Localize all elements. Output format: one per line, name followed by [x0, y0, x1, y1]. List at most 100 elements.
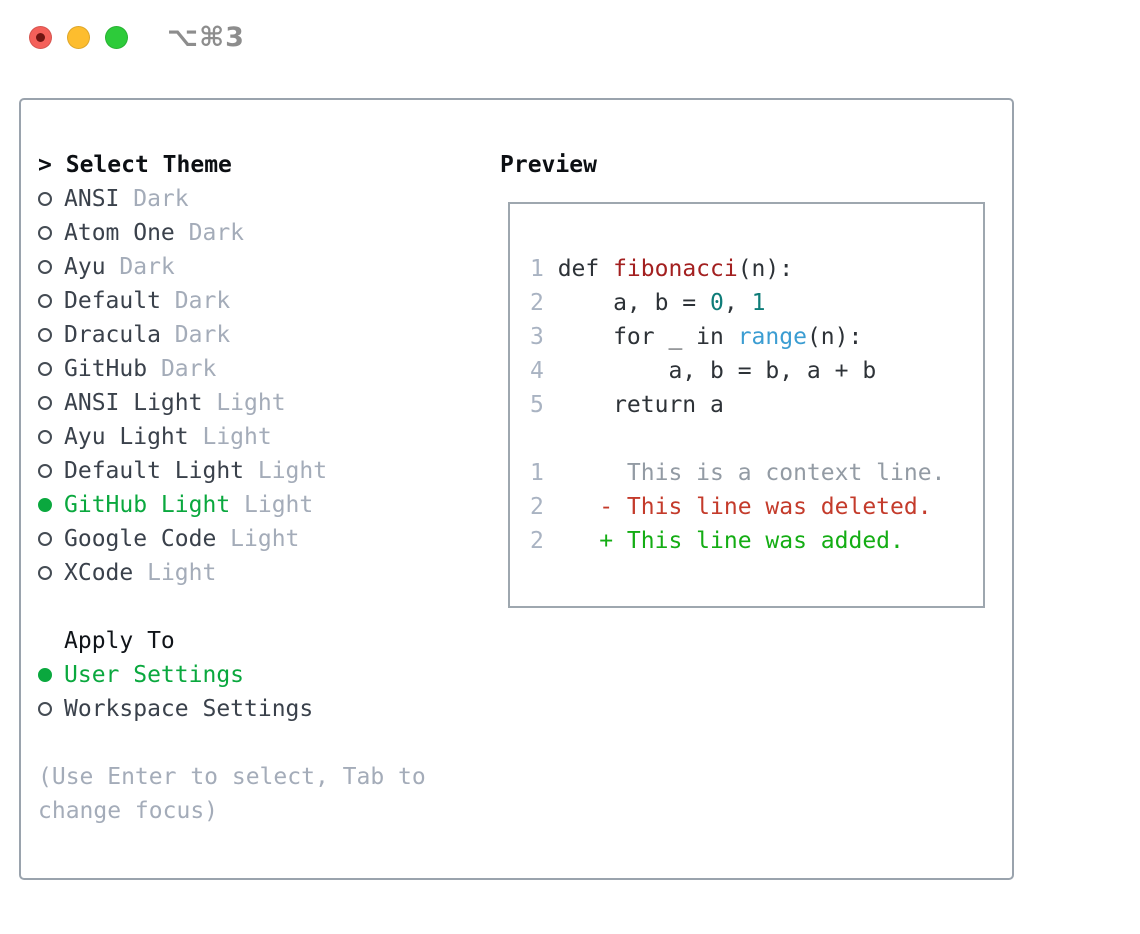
- line-content: def fibonacci(n):: [558, 256, 793, 282]
- code-segment: fibonacci: [613, 256, 738, 282]
- code-line: [530, 422, 971, 456]
- apply-to-name: Workspace Settings: [64, 696, 314, 722]
- zoom-button[interactable]: [105, 26, 128, 49]
- theme-option[interactable]: XCode Light: [38, 556, 440, 590]
- theme-name: Default: [64, 288, 161, 314]
- theme-option[interactable]: Dracula Dark: [38, 318, 440, 352]
- theme-option[interactable]: Ayu Light Light: [38, 420, 440, 454]
- apply-to-list: User Settings Workspace Settings: [38, 658, 440, 726]
- code-segment: - This line was deleted.: [557, 494, 932, 520]
- apply-to-option[interactable]: Workspace Settings: [38, 692, 440, 726]
- code-line: 2 + This line was added.: [530, 524, 971, 558]
- radio-icon: [38, 702, 52, 716]
- theme-variant: Dark: [133, 186, 189, 212]
- theme-name: XCode: [64, 560, 134, 586]
- theme-option[interactable]: GitHub Dark: [38, 352, 440, 386]
- radio-icon: [38, 498, 52, 512]
- theme-variant: Light: [147, 560, 217, 586]
- line-content: a, b = b, a + b: [557, 358, 877, 384]
- radio-icon: [38, 328, 52, 342]
- code-line: 3 for _ in range(n):: [530, 320, 971, 354]
- theme-option[interactable]: ANSI Dark: [38, 182, 440, 216]
- line-number: 2: [530, 494, 544, 520]
- theme-name: Google Code: [64, 526, 217, 552]
- theme-option[interactable]: Default Dark: [38, 284, 440, 318]
- radio-icon: [38, 192, 52, 206]
- close-button[interactable]: [29, 26, 52, 49]
- select-theme-title: Select Theme: [65, 152, 232, 178]
- radio-icon: [38, 668, 52, 682]
- theme-name: ANSI: [64, 186, 120, 212]
- code-segment: return a: [557, 392, 724, 418]
- apply-to-option[interactable]: User Settings: [38, 658, 440, 692]
- apply-to-name: User Settings: [64, 662, 245, 688]
- theme-name: ANSI Light: [64, 390, 203, 416]
- code-segment: 0: [710, 290, 724, 316]
- code-line: 2 a, b = 0, 1: [530, 286, 971, 320]
- theme-name: Atom One: [64, 220, 175, 246]
- theme-option[interactable]: Atom One Dark: [38, 216, 440, 250]
- theme-variant: Dark: [160, 356, 217, 382]
- line-content: return a: [558, 392, 724, 418]
- minimize-button[interactable]: [67, 26, 90, 49]
- radio-icon: [38, 532, 52, 546]
- code-segment: def: [557, 256, 614, 282]
- theme-variant: Dark: [188, 220, 245, 246]
- radio-icon: [38, 396, 52, 410]
- theme-variant: Dark: [119, 254, 175, 280]
- code-line: 2 - This line was deleted.: [530, 490, 971, 524]
- code-segment: a, b = b, a + b: [557, 358, 877, 384]
- theme-option[interactable]: ANSI Light Light: [38, 386, 440, 420]
- keyboard-hint: (Use Enter to select, Tab to change focu…: [38, 764, 426, 824]
- code-segment: This is a context line.: [557, 460, 946, 486]
- code-segment: ,: [723, 290, 752, 316]
- code-segment: a, b =: [557, 290, 711, 316]
- theme-variant: Light: [216, 390, 286, 416]
- theme-option[interactable]: GitHub Light Light: [38, 488, 440, 522]
- code-segment: + This line was added.: [557, 528, 904, 554]
- line-number: 3: [530, 324, 544, 350]
- code-segment: (n):: [806, 324, 863, 350]
- code-line: 5 return a: [530, 388, 971, 422]
- code-segment: 1: [751, 290, 766, 316]
- line-number: 2: [530, 528, 544, 554]
- line-number: 1: [530, 256, 544, 282]
- apply-to-heading: Apply To: [64, 628, 175, 654]
- line-content: for _ in range(n):: [557, 324, 863, 350]
- theme-variant: Light: [257, 458, 328, 484]
- code-segment: (n):: [737, 256, 794, 282]
- titlebar: ⌥⌘3: [0, 0, 1140, 74]
- code-line: 4 a, b = b, a + b: [530, 354, 971, 388]
- line-number: 1: [530, 460, 544, 486]
- select-theme-heading: > Select Theme: [38, 148, 440, 182]
- theme-name: Ayu Light: [64, 424, 189, 450]
- radio-icon: [38, 260, 52, 274]
- line-number: 4: [530, 358, 544, 384]
- line-number: 2: [530, 290, 544, 316]
- radio-icon: [38, 430, 52, 444]
- window-title-shortcut: ⌥⌘3: [167, 22, 245, 53]
- line-number: 5: [530, 392, 544, 418]
- theme-variant: Dark: [174, 288, 231, 314]
- code-segment: for _ in: [557, 324, 738, 350]
- theme-variant: Dark: [174, 322, 231, 348]
- theme-variant: Light: [202, 424, 272, 450]
- line-content: + This line was added.: [558, 528, 904, 554]
- cursor-prefix: >: [38, 152, 52, 178]
- theme-name: Dracula: [64, 322, 161, 348]
- theme-name: GitHub Light: [64, 492, 231, 518]
- theme-name: GitHub: [64, 356, 148, 382]
- radio-icon: [38, 464, 52, 478]
- code-line: 1 def fibonacci(n):: [530, 252, 971, 286]
- line-content: - This line was deleted.: [557, 494, 932, 520]
- theme-variant: Light: [244, 492, 314, 518]
